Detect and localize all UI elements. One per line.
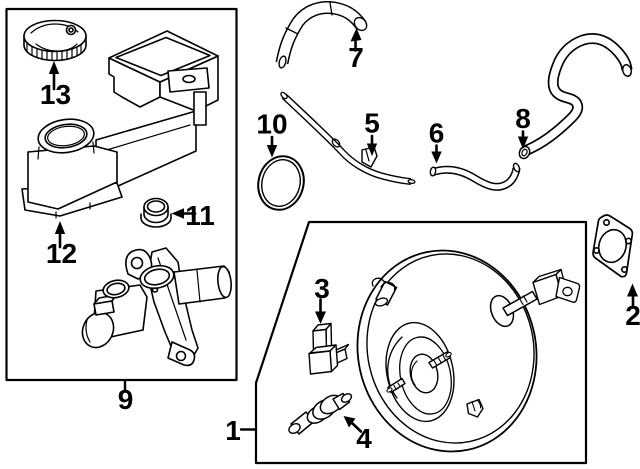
cap-vent-nub — [65, 24, 77, 36]
sensor-3 — [308, 322, 350, 375]
hose-open-end — [353, 16, 368, 32]
callout-1: 1 — [225, 415, 241, 446]
booster-vacuum-hose-8 — [518, 33, 633, 160]
mounting-stud — [386, 377, 406, 394]
callout-4: 4 — [356, 423, 372, 454]
mounting-stud — [428, 351, 452, 369]
callout-6: 6 — [429, 118, 445, 149]
callout-11: 11 — [185, 200, 215, 231]
callout-2: 2 — [625, 300, 640, 331]
right-parts-box — [254, 220, 588, 465]
arrow-4 — [343, 416, 356, 428]
brake-fluid-reservoir-12 — [21, 30, 219, 219]
callout-9: 9 — [118, 384, 134, 415]
reservoir-port-primary — [139, 264, 175, 290]
arrow-12 — [54, 221, 66, 234]
reservoir-filler-neck — [37, 118, 95, 154]
formed-hose-7 — [275, 1, 368, 69]
arrow-13 — [48, 61, 60, 74]
callout-arrows — [48, 28, 638, 433]
booster-gasket-2 — [592, 214, 634, 278]
arrow-8 — [517, 136, 529, 149]
reservoir-grommet-11 — [140, 197, 172, 228]
brake-booster-1 — [356, 249, 581, 453]
lower-clip — [466, 398, 484, 418]
left-parts-box — [5, 7, 238, 382]
arrow-5 — [366, 143, 378, 156]
reservoir-cap-13 — [23, 19, 87, 62]
o-ring-10 — [257, 155, 305, 211]
callout-labels: 1 2 3 4 5 6 7 8 9 10 11 12 13 — [40, 42, 640, 454]
tube-mount-clip — [361, 146, 378, 168]
arrow-2 — [627, 283, 638, 297]
callout-10: 10 — [256, 109, 287, 140]
arrow-10 — [266, 145, 278, 158]
brake-tube-5 — [280, 91, 416, 185]
master-cylinder-9 — [81, 247, 232, 367]
callout-3: 3 — [314, 273, 330, 304]
callout-13: 13 — [40, 79, 71, 110]
callout-8: 8 — [515, 103, 531, 134]
arrow-3 — [315, 311, 326, 324]
arrow-6 — [431, 151, 442, 164]
callout-12: 12 — [46, 238, 77, 269]
vacuum-tube-6 — [429, 162, 521, 191]
check-valve-4 — [288, 392, 353, 435]
arrow-7 — [350, 28, 362, 42]
callout-7: 7 — [348, 42, 364, 73]
callout-5: 5 — [364, 108, 380, 139]
vacuum-port-fitting — [371, 277, 398, 307]
push-rod-clevis — [489, 268, 581, 328]
arrow-11 — [171, 208, 184, 219]
